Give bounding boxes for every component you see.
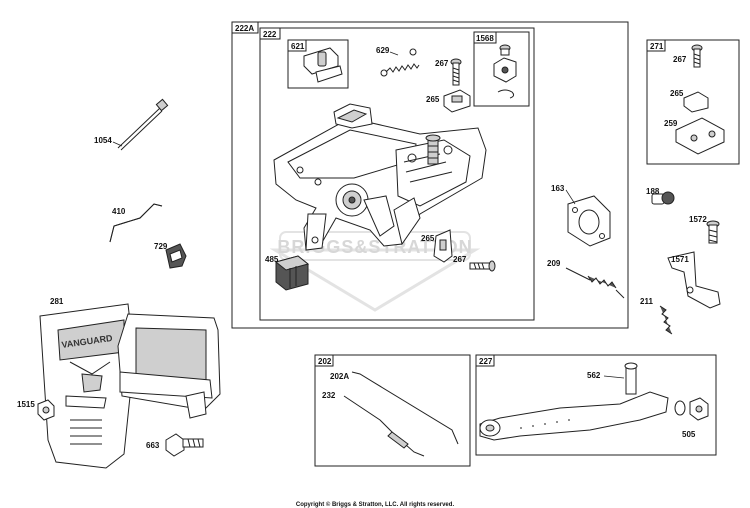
label-729: 729 [154,242,168,251]
label-562: 562 [587,371,601,380]
label-485: 485 [265,255,279,264]
part-629-spring [380,48,420,77]
label-1572: 1572 [689,215,707,224]
part-485-block [274,255,310,291]
label-663: 663 [146,441,160,450]
label-265-b: 265 [421,234,435,243]
part-222-control-bracket [273,103,487,251]
label-259: 259 [664,119,678,128]
part-267-screw-b [469,260,496,272]
label-232: 232 [322,391,336,400]
part-1571-bracket [667,251,721,309]
label-265-c: 265 [670,89,684,98]
part-209-spring [565,267,625,299]
label-211: 211 [640,297,653,306]
label-410: 410 [112,207,126,216]
label-281: 281 [50,297,64,306]
part-211-spring [659,305,673,335]
part-1054-tie-strap [117,98,169,151]
watermark-text: BRIGGS&STRATTON [277,237,472,257]
part-281-cover: VANGUARD [39,303,221,469]
box-222: 222 [259,27,535,321]
box-202: 202 [314,354,471,467]
box-227: 227 [475,354,717,456]
label-265-a: 265 [426,95,440,104]
watermark-logo: BRIGGS&STRATTON [269,231,481,312]
part-1572-screw [706,220,720,244]
box-label-227: 227 [479,357,493,366]
box-label-222: 222 [263,30,277,39]
label-267-a: 267 [435,59,449,68]
part-265-bracket-a [443,89,471,113]
label-505: 505 [682,430,696,439]
box-label-271: 271 [650,42,664,51]
box-label-621: 621 [291,42,305,51]
label-1054: 1054 [94,136,112,145]
part-1515-nut [37,399,55,421]
box-1568: 1568 [473,31,530,107]
label-629: 629 [376,46,390,55]
label-202A: 202A [330,372,349,381]
part-663-bolt [165,433,204,457]
box-label-202: 202 [318,357,332,366]
part-267-screw-a [450,58,462,86]
label-163: 163 [551,184,565,193]
part-163-gasket [567,195,611,247]
box-label-222A: 222A [235,24,254,33]
label-188: 188 [646,187,660,196]
label-267-c: 267 [673,55,687,64]
box-621: 621 [287,39,349,89]
label-1515: 1515 [17,400,35,409]
part-188-nut [651,191,675,205]
part-729-clip [165,243,187,269]
box-222A: 222A [231,21,629,329]
part-265-bracket-b [433,229,453,263]
part-410-tube [109,203,163,243]
label-209: 209 [547,259,561,268]
label-267-b: 267 [453,255,467,264]
copyright-notice: Copyright © Briggs & Stratton, LLC. All … [296,501,455,508]
box-label-1568: 1568 [476,34,494,43]
label-1571: 1571 [671,255,689,264]
box-271: 271 [646,39,740,165]
